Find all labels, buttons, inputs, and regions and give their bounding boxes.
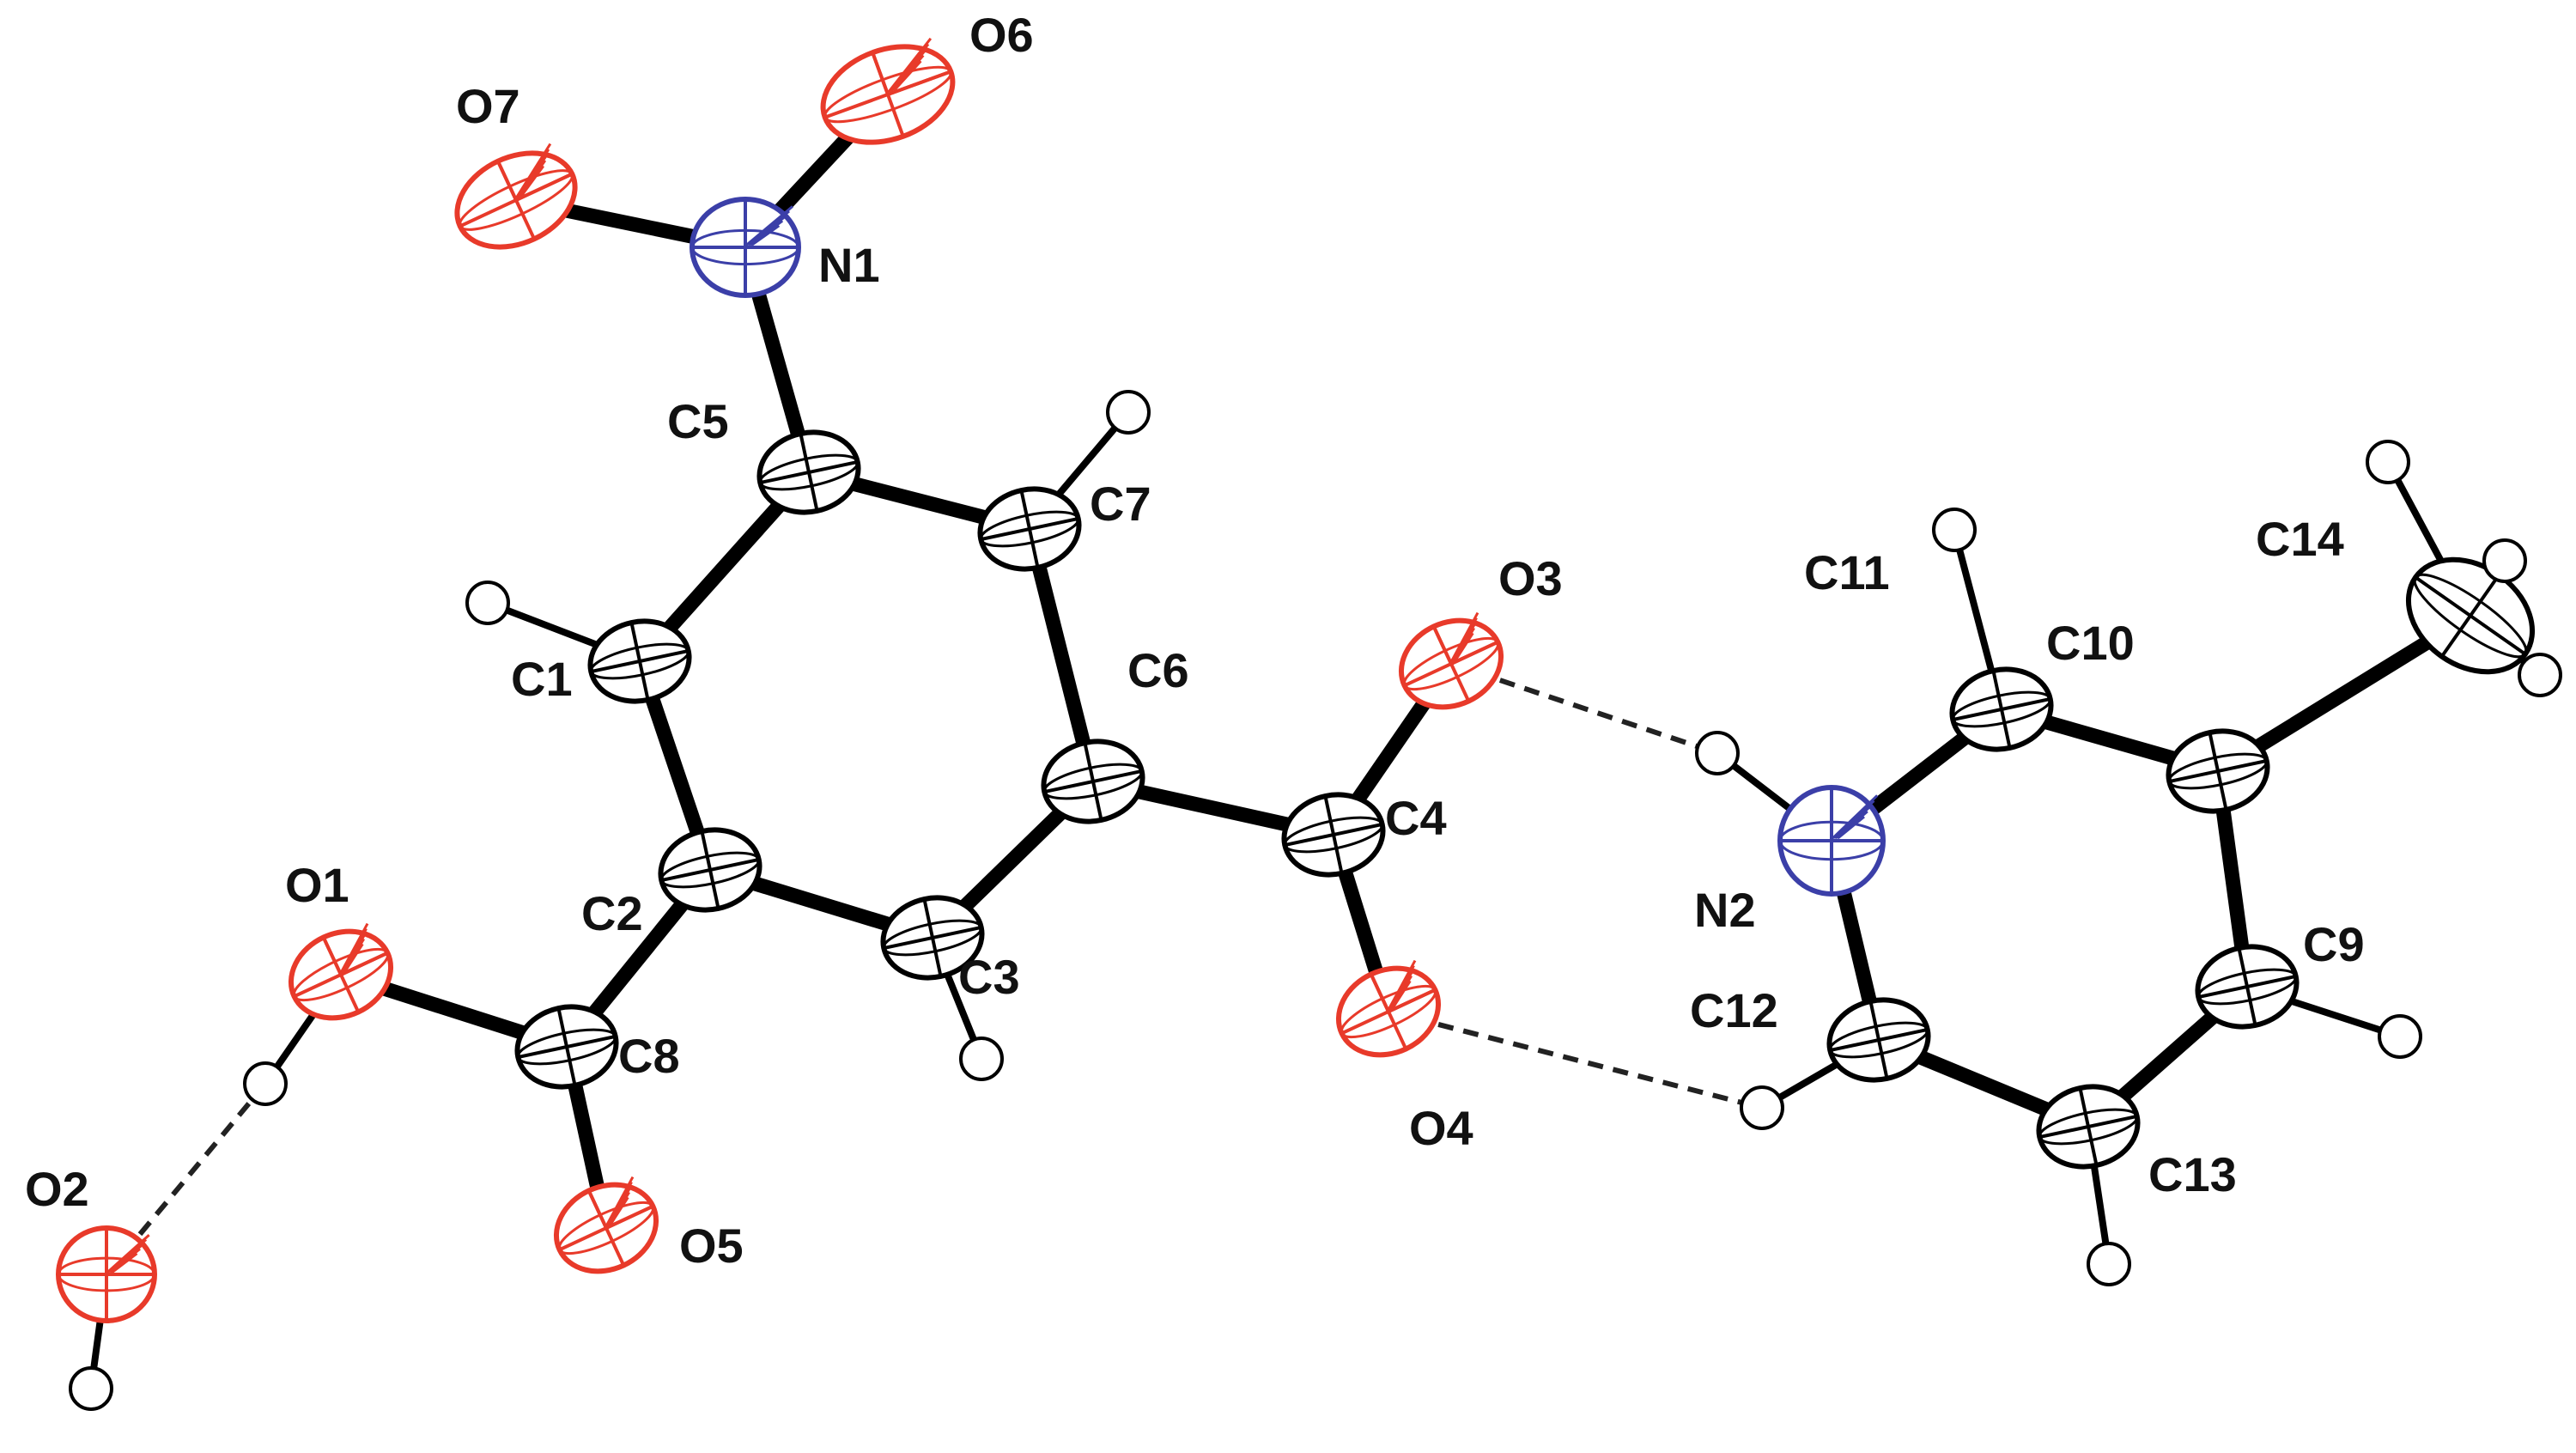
atoms-layer xyxy=(56,37,2562,1411)
atom-O5 xyxy=(553,1176,659,1274)
atom-O3 xyxy=(1398,611,1504,710)
atom-O6 xyxy=(820,37,956,145)
atom-O2 xyxy=(56,1225,157,1323)
atom-H_C1 xyxy=(465,581,510,625)
label-C11: C11 xyxy=(1804,545,1890,599)
label-O7: O7 xyxy=(456,79,520,133)
atom-C14 xyxy=(2405,556,2536,675)
atom-C5 xyxy=(756,429,861,515)
atom-H_C9 xyxy=(2378,1014,2422,1059)
atom-C1 xyxy=(587,618,692,704)
atom-H_C12 xyxy=(1740,1085,1784,1130)
atom-H_O1 xyxy=(243,1061,288,1106)
label-C14: C14 xyxy=(2256,512,2344,566)
label-C5: C5 xyxy=(667,394,729,448)
hbond-O4-H_C12 xyxy=(1388,1009,1763,1110)
atom-C13 xyxy=(2036,1084,2141,1170)
atom-H_C14a xyxy=(2366,440,2410,484)
atom-H_C3 xyxy=(959,1037,1004,1081)
label-C13: C13 xyxy=(2148,1147,2237,1201)
label-C12: C12 xyxy=(1690,983,1778,1037)
label-C6: C6 xyxy=(1127,643,1189,697)
label-C8: C8 xyxy=(618,1029,680,1083)
atom-O1 xyxy=(288,922,394,1021)
hbond-O3-H_N2 xyxy=(1450,661,1718,756)
label-N2: N2 xyxy=(1694,883,1756,937)
label-C10: C10 xyxy=(2046,616,2135,670)
atom-C6 xyxy=(1041,739,1145,824)
label-O1: O1 xyxy=(285,858,349,912)
label-C3: C3 xyxy=(958,950,1020,1004)
label-O3: O3 xyxy=(1498,551,1563,605)
atom-C11 xyxy=(1949,666,2054,752)
label-O6: O6 xyxy=(969,8,1034,62)
label-C7: C7 xyxy=(1090,477,1151,531)
atom-H_C7 xyxy=(1106,390,1151,435)
atom-O4 xyxy=(1335,959,1442,1058)
bond-C7-C6 xyxy=(1022,521,1101,789)
atom-C7 xyxy=(977,486,1082,572)
atom-C2 xyxy=(658,827,762,913)
label-N1: N1 xyxy=(818,238,880,292)
label-O5: O5 xyxy=(679,1219,744,1273)
atom-O7 xyxy=(454,143,578,250)
atom-C3 xyxy=(880,895,985,981)
atom-N1 xyxy=(690,197,801,298)
labels-layer: C1C2C3C4C5C6C7C8C9C10C11C12C13C14N1N2O1O… xyxy=(25,8,2365,1273)
atom-N2 xyxy=(1777,785,1886,897)
label-C9: C9 xyxy=(2303,917,2365,971)
label-C4: C4 xyxy=(1385,791,1447,845)
label-O2: O2 xyxy=(25,1162,89,1216)
atom-C8 xyxy=(514,1004,619,1090)
atom-H_O2 xyxy=(69,1366,113,1411)
atom-H_C13 xyxy=(2087,1242,2131,1286)
label-C2: C2 xyxy=(581,886,643,940)
atom-C12 xyxy=(1826,997,1931,1083)
atom-H_C14c xyxy=(2518,653,2562,697)
atom-C4 xyxy=(1281,792,1386,878)
atom-C9 xyxy=(2195,944,2300,1030)
label-C1: C1 xyxy=(511,652,573,706)
atom-C10 xyxy=(2166,728,2270,814)
atom-H_C14b xyxy=(2482,538,2527,583)
atom-H_N2 xyxy=(1695,731,1740,775)
atom-H_C11 xyxy=(1932,508,1977,552)
label-O4: O4 xyxy=(1409,1101,1473,1155)
